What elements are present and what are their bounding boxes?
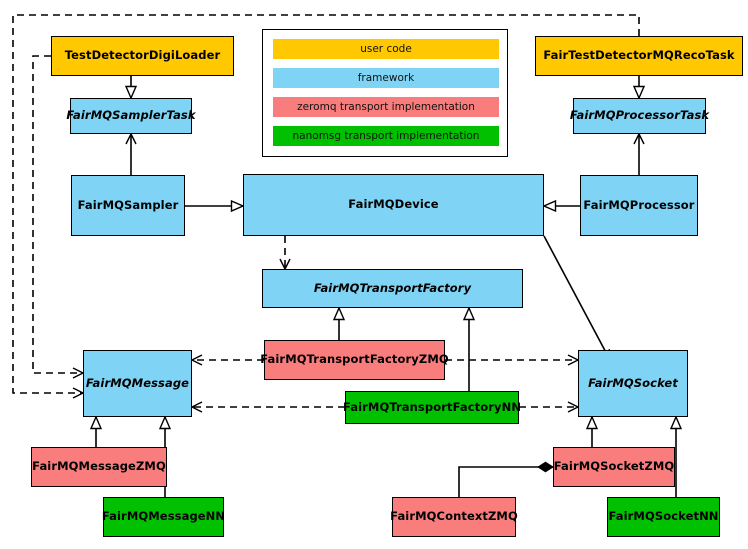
legend-label-zeromq: zeromq transport implementation bbox=[297, 101, 475, 113]
legend-label-user-code: user code bbox=[360, 43, 412, 55]
class-label-fairmq-transport-factory-zmq: FairMQTransportFactoryZMQ bbox=[260, 352, 449, 367]
class-node-test-detector-digi-loader[interactable]: TestDetectorDigiLoader bbox=[51, 36, 234, 76]
class-node-fairmq-message-nn[interactable]: FairMQMessageNN bbox=[101, 497, 226, 537]
class-label-fairmq-message-zmq: FairMQMessageZMQ bbox=[32, 459, 166, 474]
class-node-fairmq-transport-factory[interactable]: FairMQTransportFactory bbox=[262, 269, 523, 308]
class-node-fair-test-detector-mq-reco-task[interactable]: FairTestDetectorMQRecoTask bbox=[535, 36, 743, 76]
class-label-fair-test-detector-mq-reco-task: FairTestDetectorMQRecoTask bbox=[543, 48, 735, 63]
edge-recotask-to-message bbox=[12, 14, 640, 393]
class-label-fairmq-transport-factory: FairMQTransportFactory bbox=[313, 280, 472, 295]
class-label-fairmq-processor-task: FairMQProcessorTask bbox=[569, 108, 710, 123]
class-node-fairmq-sampler-task[interactable]: FairMQSamplerTask bbox=[66, 98, 196, 134]
class-node-fairmq-transport-factory-nn[interactable]: FairMQTransportFactoryNN bbox=[342, 391, 522, 424]
class-label-test-detector-digi-loader: TestDetectorDigiLoader bbox=[64, 48, 221, 63]
legend-panel: user code framework zeromq transport imp… bbox=[262, 29, 508, 157]
class-label-fairmq-message-nn: FairMQMessageNN bbox=[101, 509, 226, 524]
class-label-fairmq-socket-zmq: FairMQSocketZMQ bbox=[553, 459, 675, 474]
class-node-fairmq-processor[interactable]: FairMQProcessor bbox=[580, 175, 698, 236]
class-node-fairmq-message[interactable]: FairMQMessage bbox=[83, 350, 192, 417]
legend-item-framework: framework bbox=[273, 68, 499, 88]
class-label-fairmq-socket: FairMQSocket bbox=[588, 375, 678, 390]
legend-label-nanomsg: nanomsg transport implementation bbox=[292, 130, 480, 142]
class-node-fairmq-device[interactable]: FairMQDevice bbox=[243, 174, 544, 236]
class-label-fairmq-context-zmq: FairMQContextZMQ bbox=[390, 509, 518, 524]
class-label-fairmq-socket-nn: FairMQSocketNN bbox=[608, 509, 719, 524]
legend-item-zeromq: zeromq transport implementation bbox=[273, 97, 499, 117]
class-label-fairmq-processor: FairMQProcessor bbox=[583, 197, 695, 212]
class-node-fairmq-sampler[interactable]: FairMQSampler bbox=[71, 175, 185, 236]
class-node-fairmq-socket-nn[interactable]: FairMQSocketNN bbox=[607, 497, 720, 537]
class-label-fairmq-transport-factory-nn: FairMQTransportFactoryNN bbox=[342, 399, 522, 414]
class-node-fairmq-socket-zmq[interactable]: FairMQSocketZMQ bbox=[553, 447, 675, 487]
class-label-fairmq-sampler: FairMQSampler bbox=[77, 197, 179, 212]
class-label-fairmq-sampler-task: FairMQSamplerTask bbox=[66, 108, 196, 123]
class-node-fairmq-transport-factory-zmq[interactable]: FairMQTransportFactoryZMQ bbox=[260, 340, 449, 380]
class-node-fairmq-context-zmq[interactable]: FairMQContextZMQ bbox=[390, 497, 518, 537]
legend-item-nanomsg: nanomsg transport implementation bbox=[273, 126, 499, 146]
class-node-fairmq-message-zmq[interactable]: FairMQMessageZMQ bbox=[31, 447, 167, 487]
edge-contextzmq-to-socketzmq bbox=[458, 461, 554, 497]
edge-digiloader-to-message bbox=[32, 55, 83, 373]
legend-label-framework: framework bbox=[357, 72, 415, 84]
class-node-fairmq-processor-task[interactable]: FairMQProcessorTask bbox=[569, 98, 710, 134]
class-label-fairmq-device: FairMQDevice bbox=[348, 197, 439, 212]
class-node-fairmq-socket[interactable]: FairMQSocket bbox=[578, 350, 688, 417]
edge-device-to-socket bbox=[543, 235, 611, 360]
class-label-fairmq-message: FairMQMessage bbox=[85, 375, 190, 390]
legend-item-user-code: user code bbox=[273, 39, 499, 59]
